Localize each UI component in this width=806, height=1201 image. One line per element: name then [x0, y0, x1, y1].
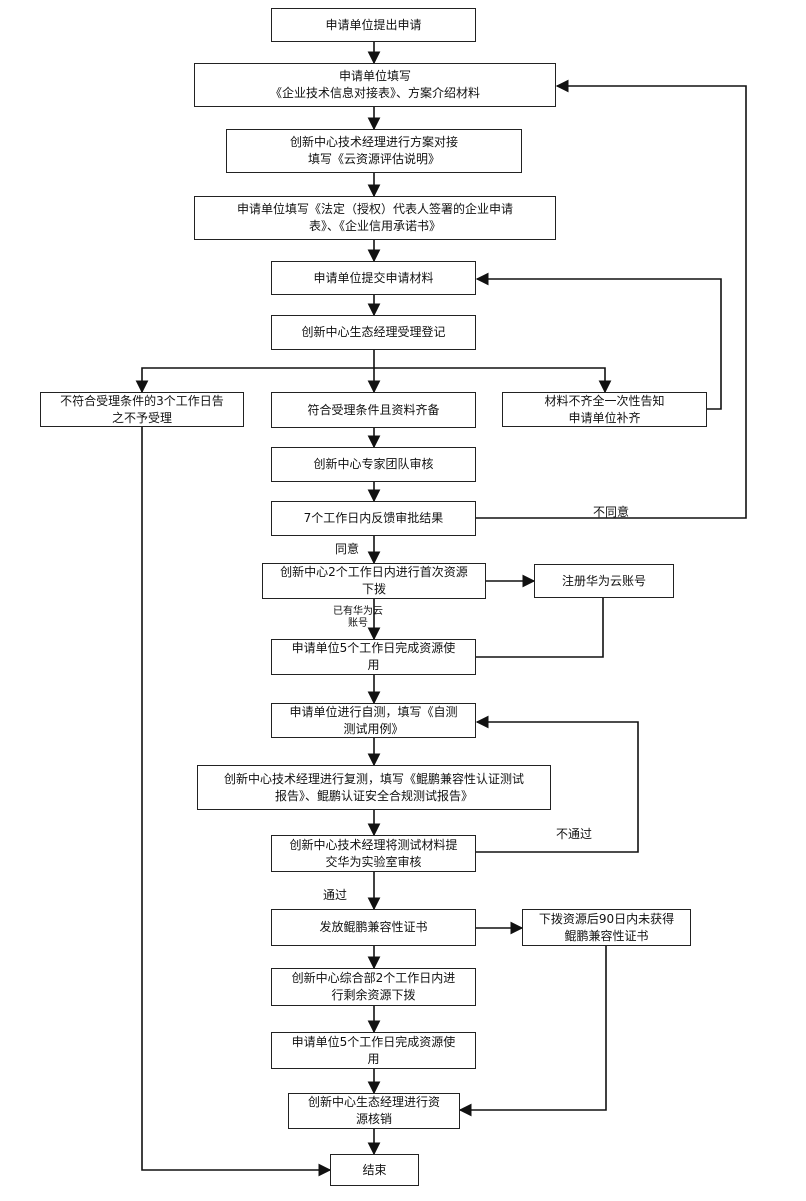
arrow-register-cloud-to-use	[476, 598, 604, 658]
step-scheme: 创新中心技术经理进行方案对接填写《云资源评估说明》	[226, 129, 522, 173]
arrow-reject-to-end	[141, 427, 332, 1177]
step-self-test: 申请单位进行自测，填写《自测测试用例》	[271, 703, 476, 738]
label-agree: 同意	[335, 542, 360, 556]
step-incomplete: 材料不齐全一次性告知申请单位补齐	[502, 392, 707, 427]
step-first-alloc: 创新中心2个工作日内进行首次资源下拨	[262, 563, 486, 599]
arrow-register-split	[135, 350, 375, 394]
label-passed: 通过	[323, 888, 348, 902]
step-retest: 创新中心技术经理进行复测，填写《鲲鹏兼容性认证测试报告》、鲲鹏认证安全合规测试报…	[197, 765, 551, 810]
step-lab-review: 创新中心技术经理将测试材料提交华为实验室审核	[271, 835, 476, 872]
arrow-register-to-incomplete	[374, 367, 612, 394]
step-reject: 不符合受理条件的3个工作日告之不予受理	[40, 392, 244, 427]
step-fill-forms: 申请单位填写《法定（授权）代表人签署的企业申请表》、《企业信用承诺书》	[194, 196, 556, 240]
step-end: 结束	[330, 1154, 419, 1186]
arrow-incomplete-to-submit	[475, 272, 722, 410]
step-fill-docs: 申请单位填写《企业技术信息对接表》、方案介绍材料	[194, 63, 556, 107]
step-use-2: 申请单位5个工作日完成资源使用	[271, 1032, 476, 1069]
step-use-1: 申请单位5个工作日完成资源使用	[271, 639, 476, 675]
step-write-off: 创新中心生态经理进行资源核销	[288, 1093, 460, 1129]
label-not-passed: 不通过	[556, 827, 593, 841]
step-remaining-alloc: 创新中心综合部2个工作日内进行剩余资源下拨	[271, 968, 476, 1006]
step-register-cloud: 注册华为云账号	[534, 564, 674, 598]
step-register: 创新中心生态经理受理登记	[271, 315, 476, 350]
arrow-notpassed-to-selftest	[475, 715, 639, 853]
label-disagree: 不同意	[593, 505, 630, 519]
step-feedback: 7个工作日内反馈审批结果	[271, 501, 476, 536]
arrow-nocert-to-writeoff	[458, 946, 607, 1117]
step-apply: 申请单位提出申请	[271, 8, 476, 42]
arrow-disagree-to-fill	[476, 79, 747, 519]
step-expert: 创新中心专家团队审核	[271, 447, 476, 482]
label-has-account: 已有华为云账号	[333, 606, 383, 629]
step-certificate: 发放鲲鹏兼容性证书	[271, 909, 476, 946]
step-submit: 申请单位提交申请材料	[271, 261, 476, 295]
step-no-certificate: 下拨资源后90日内未获得鲲鹏兼容性证书	[522, 909, 691, 946]
step-accept: 符合受理条件且资料齐备	[271, 392, 476, 428]
